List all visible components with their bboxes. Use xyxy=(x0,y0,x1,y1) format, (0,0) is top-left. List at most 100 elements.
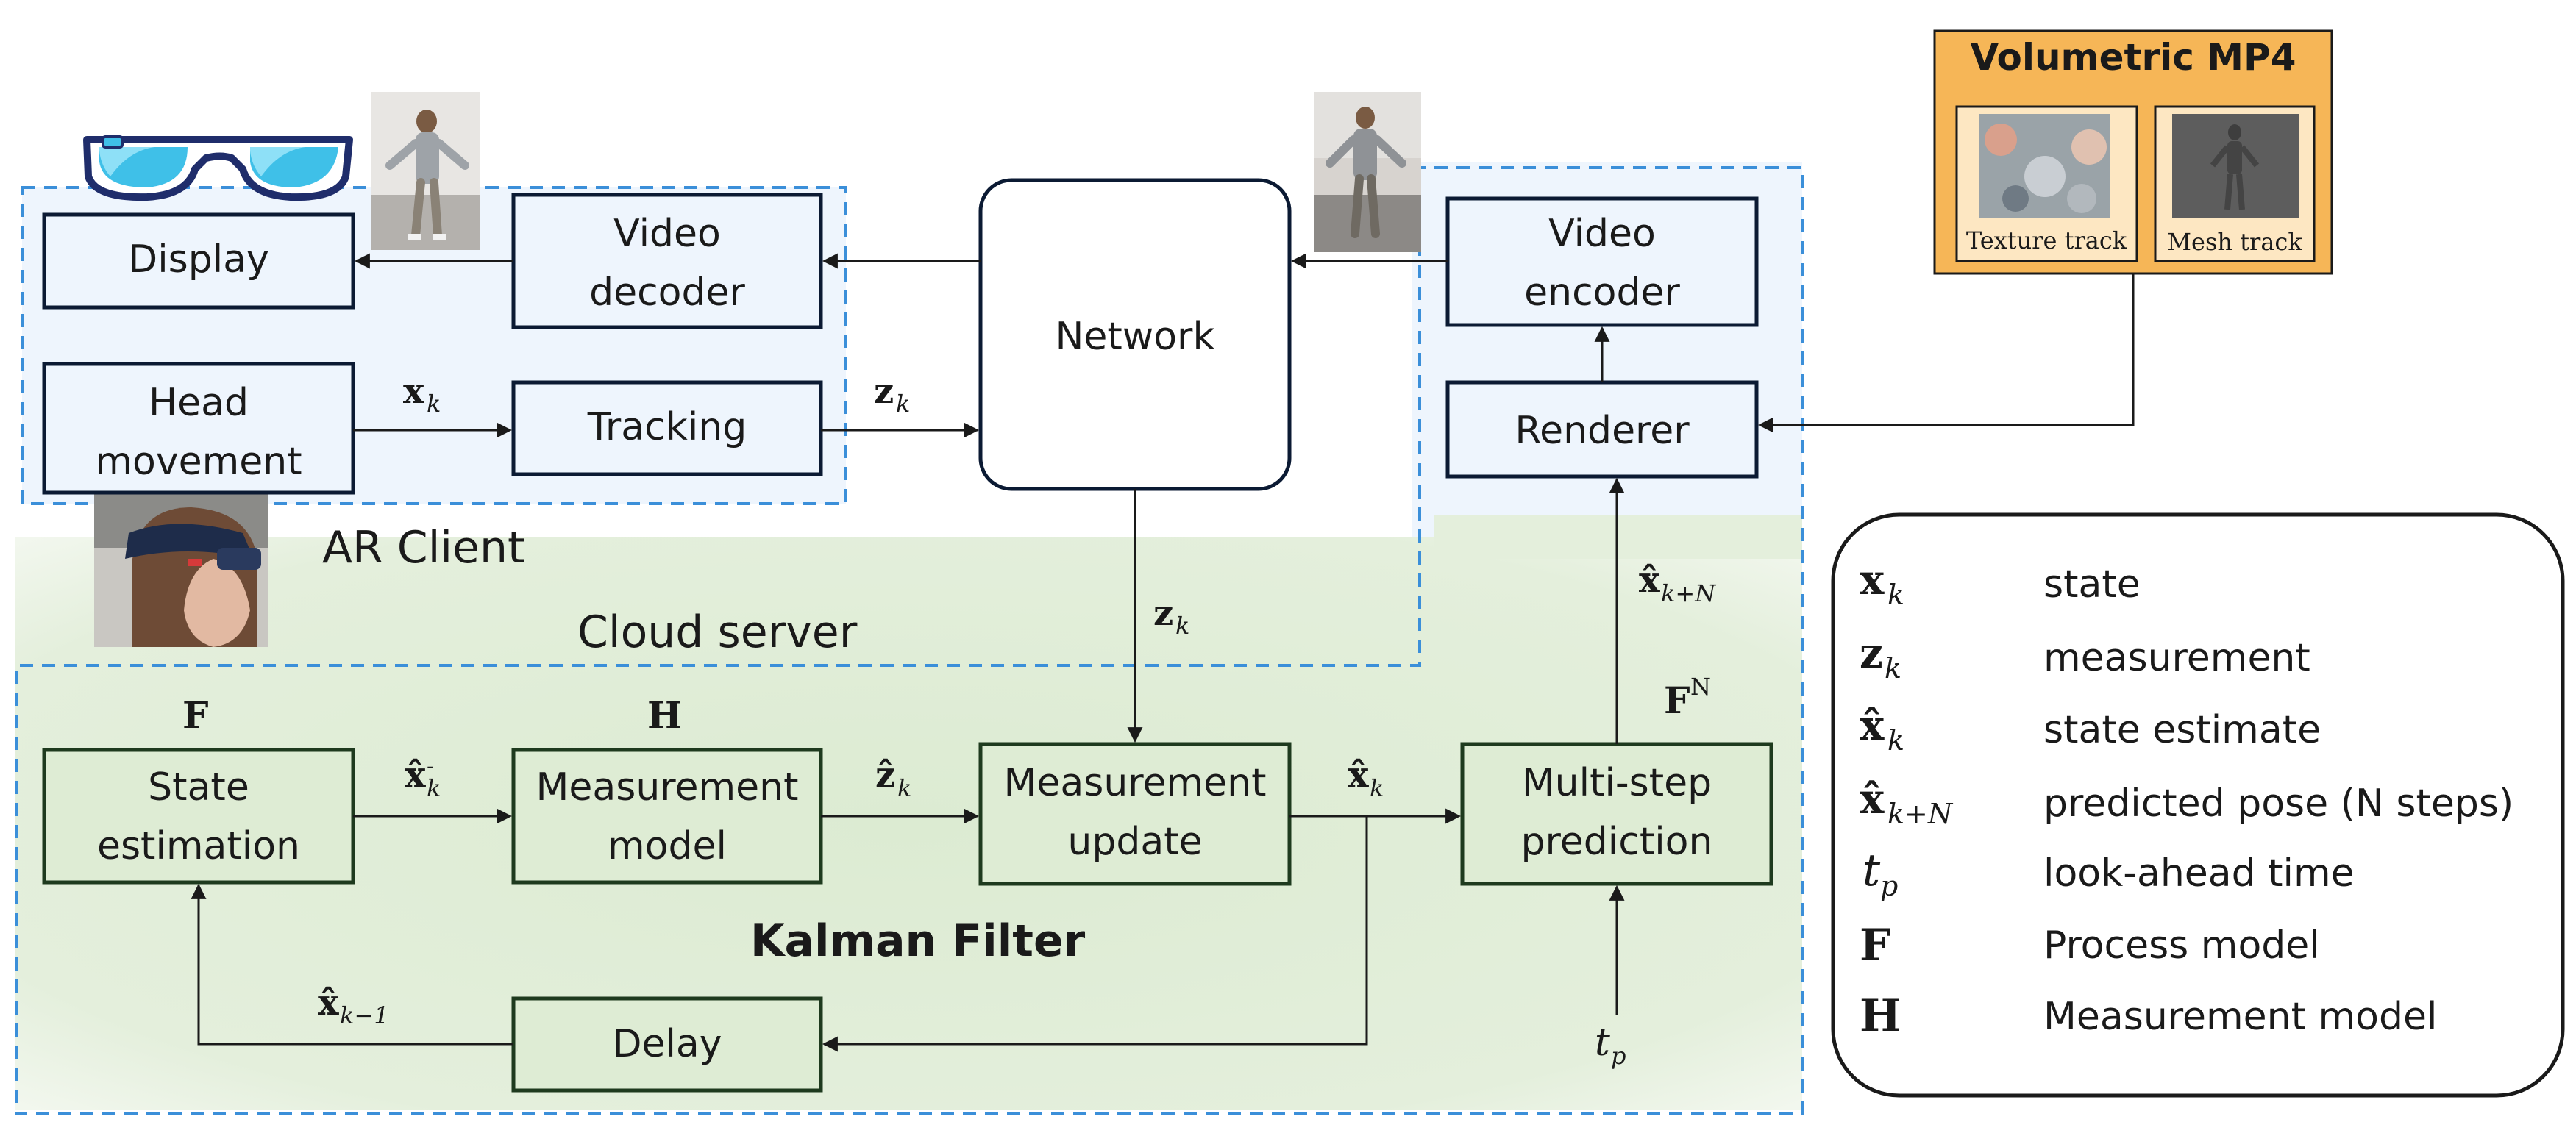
symbol-xk-hat: x̂ k xyxy=(1348,754,1384,802)
svg-text:t: t xyxy=(1595,1021,1610,1065)
legend-item: H Measurement model xyxy=(1860,990,2437,1042)
rendered-person-photo xyxy=(1314,92,1421,252)
renderer-label: Renderer xyxy=(1515,409,1690,453)
renderer-block: Renderer xyxy=(1445,380,1759,479)
legend-item: x k state xyxy=(1860,556,2141,611)
measurement-update-label-1: Measurement xyxy=(1004,761,1267,805)
svg-text:-: - xyxy=(427,754,434,779)
svg-text:Measurement model: Measurement model xyxy=(2043,995,2437,1039)
svg-text:x̂: x̂ xyxy=(318,982,339,1023)
kalman-filter-background-upper xyxy=(1434,515,1802,559)
state-estimation-block: State estimation xyxy=(42,748,355,885)
volumetric-mp4-title: Volumetric MP4 xyxy=(1971,36,2296,79)
head-movement-block: Head movement xyxy=(42,362,355,495)
symbol-tp: t p xyxy=(1595,1021,1626,1070)
svg-text:k: k xyxy=(897,774,911,802)
svg-text:N: N xyxy=(1690,673,1711,701)
network-label: Network xyxy=(1055,315,1214,359)
legend-item: x̂ k state estimate xyxy=(1860,701,2321,757)
svg-text:z: z xyxy=(1860,629,1883,678)
svg-text:z: z xyxy=(1153,593,1173,634)
svg-text:F: F xyxy=(1664,679,1690,722)
svg-text:k: k xyxy=(427,390,441,418)
svg-text:H: H xyxy=(1860,990,1901,1042)
measurement-update-block: Measurement update xyxy=(978,742,1292,886)
measurement-model-label-2: model xyxy=(608,824,727,868)
svg-text:k+N: k+N xyxy=(1887,798,1954,830)
ar-client-boundary xyxy=(21,186,847,505)
legend-item: x̂ k+N predicted pose (N steps) xyxy=(1860,775,2513,830)
decoded-person-photo xyxy=(371,92,480,250)
svg-text:x̂: x̂ xyxy=(1348,754,1369,796)
svg-text:x: x xyxy=(403,371,424,412)
symbol-FN: F N xyxy=(1664,673,1711,722)
connections xyxy=(191,253,2135,1052)
measurement-update-label-2: update xyxy=(1067,820,1202,864)
symbol-zk-tracking: z k xyxy=(874,371,910,418)
svg-text:x̂: x̂ xyxy=(1860,701,1885,750)
svg-text:k: k xyxy=(1885,652,1901,685)
svg-text:k: k xyxy=(1370,774,1384,802)
delay-block: Delay xyxy=(511,996,823,1093)
svg-text:k: k xyxy=(1887,724,1904,757)
tracking-label: Tracking xyxy=(587,405,747,449)
legend-item: F Process model xyxy=(1860,920,2320,971)
video-decoder-label-1: Video xyxy=(613,212,721,256)
multistep-label-1: Multi-step xyxy=(1522,761,1712,805)
delay-label: Delay xyxy=(612,1022,722,1066)
multistep-label-2: prediction xyxy=(1521,820,1713,864)
svg-text:k: k xyxy=(1887,579,1904,611)
svg-text:x̂: x̂ xyxy=(405,754,426,796)
volumetric-to-renderer-arrow xyxy=(1757,274,2135,433)
svg-text:k+N: k+N xyxy=(1661,579,1716,607)
svg-text:k: k xyxy=(1175,612,1189,640)
symbol-zk-hat: ẑ k xyxy=(875,754,911,802)
symbol-xk-minus: x̂ - k xyxy=(405,754,441,802)
svg-text:measurement: measurement xyxy=(2043,636,2310,680)
ar-client-label: AR Client xyxy=(322,522,525,573)
legend-item: t p look-ahead time xyxy=(1862,845,2355,902)
svg-text:p: p xyxy=(1611,1042,1626,1070)
symbol-H: H xyxy=(647,693,682,737)
svg-text:p: p xyxy=(1880,870,1898,902)
cloud-server-label: Cloud server xyxy=(577,607,858,658)
symbol-xk: x k xyxy=(403,371,441,418)
svg-text:x̂: x̂ xyxy=(1639,560,1660,601)
delay-to-state-arrow xyxy=(191,883,513,1046)
svg-text:state estimate: state estimate xyxy=(2043,708,2321,752)
head-movement-label-1: Head xyxy=(149,381,249,425)
update-to-delay-arrow xyxy=(822,816,1368,1052)
tracking-block: Tracking xyxy=(511,380,823,476)
symbol-xk-minus-1: x̂ k−1 xyxy=(318,982,389,1029)
legend: x k state z k measurement x̂ k state est… xyxy=(1831,512,2565,1098)
svg-text:ẑ: ẑ xyxy=(875,754,895,796)
volumetric-mp4: Volumetric MP4 Texture track Mesh track xyxy=(1933,29,2333,275)
svg-text:k: k xyxy=(427,774,441,802)
video-decoder-label-2: decoder xyxy=(589,271,745,315)
legend-item: z k measurement xyxy=(1860,629,2310,685)
video-decoder-block: Video decoder xyxy=(511,193,823,329)
svg-text:x̂: x̂ xyxy=(1860,775,1885,823)
svg-text:x: x xyxy=(1860,556,1885,604)
svg-text:F: F xyxy=(1860,920,1891,971)
mesh-track-label: Mesh track xyxy=(2167,228,2302,256)
svg-text:state: state xyxy=(2043,562,2141,607)
cloud-server-boundary-upper xyxy=(15,166,1804,1115)
symbol-F: F xyxy=(182,693,209,737)
state-estimation-label-1: State xyxy=(148,765,249,810)
headset-user-photo xyxy=(94,482,268,647)
display-label: Display xyxy=(128,237,269,282)
multistep-prediction-block: Multi-step prediction xyxy=(1460,742,1773,886)
ar-glasses-icon xyxy=(83,135,353,201)
video-encoder-label-1: Video xyxy=(1548,212,1656,256)
svg-text:k−1: k−1 xyxy=(340,1001,389,1029)
svg-text:Process model: Process model xyxy=(2043,923,2320,968)
kalman-filter-label: Kalman Filter xyxy=(750,915,1086,967)
svg-text:look-ahead time: look-ahead time xyxy=(2043,851,2355,896)
network-block: Network xyxy=(978,178,1292,491)
svg-text:predicted pose (N steps): predicted pose (N steps) xyxy=(2043,782,2513,826)
svg-text:k: k xyxy=(896,390,910,418)
svg-text:z: z xyxy=(874,371,894,412)
